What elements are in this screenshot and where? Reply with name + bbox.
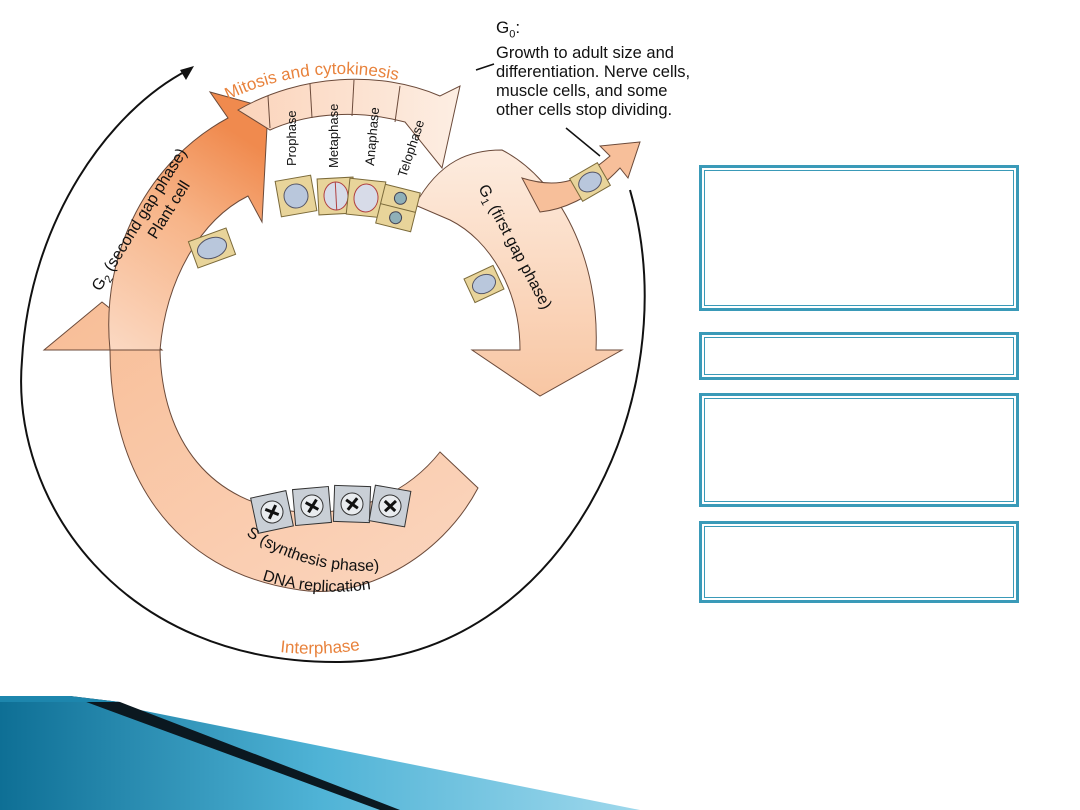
anaphase-cell xyxy=(345,177,387,219)
interphase-arrowhead xyxy=(180,66,194,80)
phase-label-anaphase: Anaphase xyxy=(362,107,382,167)
telophase-cell xyxy=(375,183,421,233)
phase-label-prophase: Prophase xyxy=(284,110,299,166)
answer-box-2[interactable] xyxy=(699,332,1019,380)
g0-line: muscle cells, and some xyxy=(496,82,668,101)
g2-cell xyxy=(187,227,237,269)
g0-pointer-line xyxy=(565,127,601,157)
g0-pointer-tick xyxy=(475,63,495,71)
g1-phase-arrow xyxy=(414,149,624,397)
answer-box-1[interactable] xyxy=(699,165,1019,311)
g1-cell xyxy=(463,264,505,304)
phase-label-metaphase: Metaphase xyxy=(326,104,341,168)
g0-description: G0: Growth to adult size and differentia… xyxy=(496,18,776,120)
answer-box-4[interactable] xyxy=(699,521,1019,603)
g0-cell xyxy=(568,162,612,202)
interphase-arc xyxy=(20,69,646,664)
prophase-cell xyxy=(274,174,318,218)
g0-line: other cells stop dividing. xyxy=(496,101,673,120)
mitosis-band xyxy=(237,78,461,170)
metaphase-cell xyxy=(316,176,356,216)
answer-box-3[interactable] xyxy=(699,393,1019,507)
interphase-label: Interphase xyxy=(280,635,361,658)
g0-line: differentiation. Nerve cells, xyxy=(496,63,691,82)
g0-title: G0: xyxy=(496,18,521,41)
g2-phase-arrow xyxy=(108,91,269,351)
s-phase-cells xyxy=(250,484,412,534)
footer-decoration-bar xyxy=(0,696,640,810)
phase-label-telophase: Telophase xyxy=(395,118,428,179)
cell-cycle-diagram: Mitosis and cytokinesis Prophase Metapha… xyxy=(20,59,646,664)
g0-line: Growth to adult size and xyxy=(496,44,674,63)
